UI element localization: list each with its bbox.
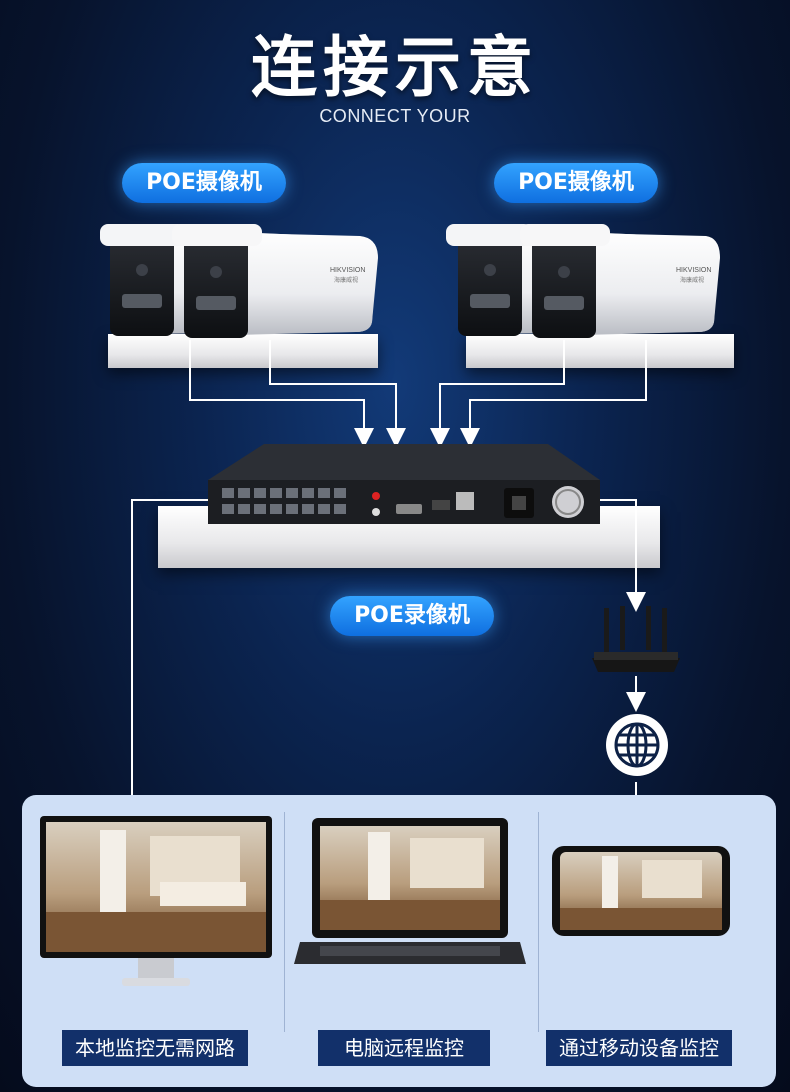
camera-right-front: HIKVISION 海康威视 <box>520 224 719 338</box>
camera-brand-sub-left: 海康威视 <box>334 276 358 284</box>
camera-platform-right <box>466 334 734 368</box>
local-monitor <box>40 816 272 986</box>
camera-brand-right: HIKVISION <box>676 267 711 274</box>
caption-mobile-monitor: 通过移动设备监控 <box>546 1030 732 1066</box>
camera-platform-left <box>108 334 378 368</box>
poe-ports <box>222 488 346 514</box>
camera-label-left: POE摄像机 <box>122 163 286 203</box>
caption-local-monitor: 本地监控无需网路 <box>62 1030 248 1066</box>
camera-left-front: HIKVISION 海康威视 <box>172 224 377 338</box>
panel-divider-1 <box>284 812 285 1032</box>
camera-group: HIKVISION 海康威视 HIKVISION 海康威视 <box>100 224 720 338</box>
mobile-phone <box>552 846 730 936</box>
camera-brand-left: HIKVISION <box>330 267 365 274</box>
poe-recorder-device <box>208 444 600 524</box>
panel-divider-2 <box>538 812 539 1032</box>
camera-label-right: POE摄像机 <box>494 163 658 203</box>
page-title: 连接示意 <box>251 29 539 106</box>
camera-brand-sub-right: 海康威视 <box>680 276 704 284</box>
recorder-label: POE录像机 <box>330 596 494 636</box>
page-subtitle: CONNECT YOUR <box>319 106 471 126</box>
internet-globe-icon <box>606 714 668 776</box>
laptop <box>294 818 526 964</box>
caption-computer-remote: 电脑远程监控 <box>318 1030 490 1066</box>
router-icon <box>592 606 680 672</box>
